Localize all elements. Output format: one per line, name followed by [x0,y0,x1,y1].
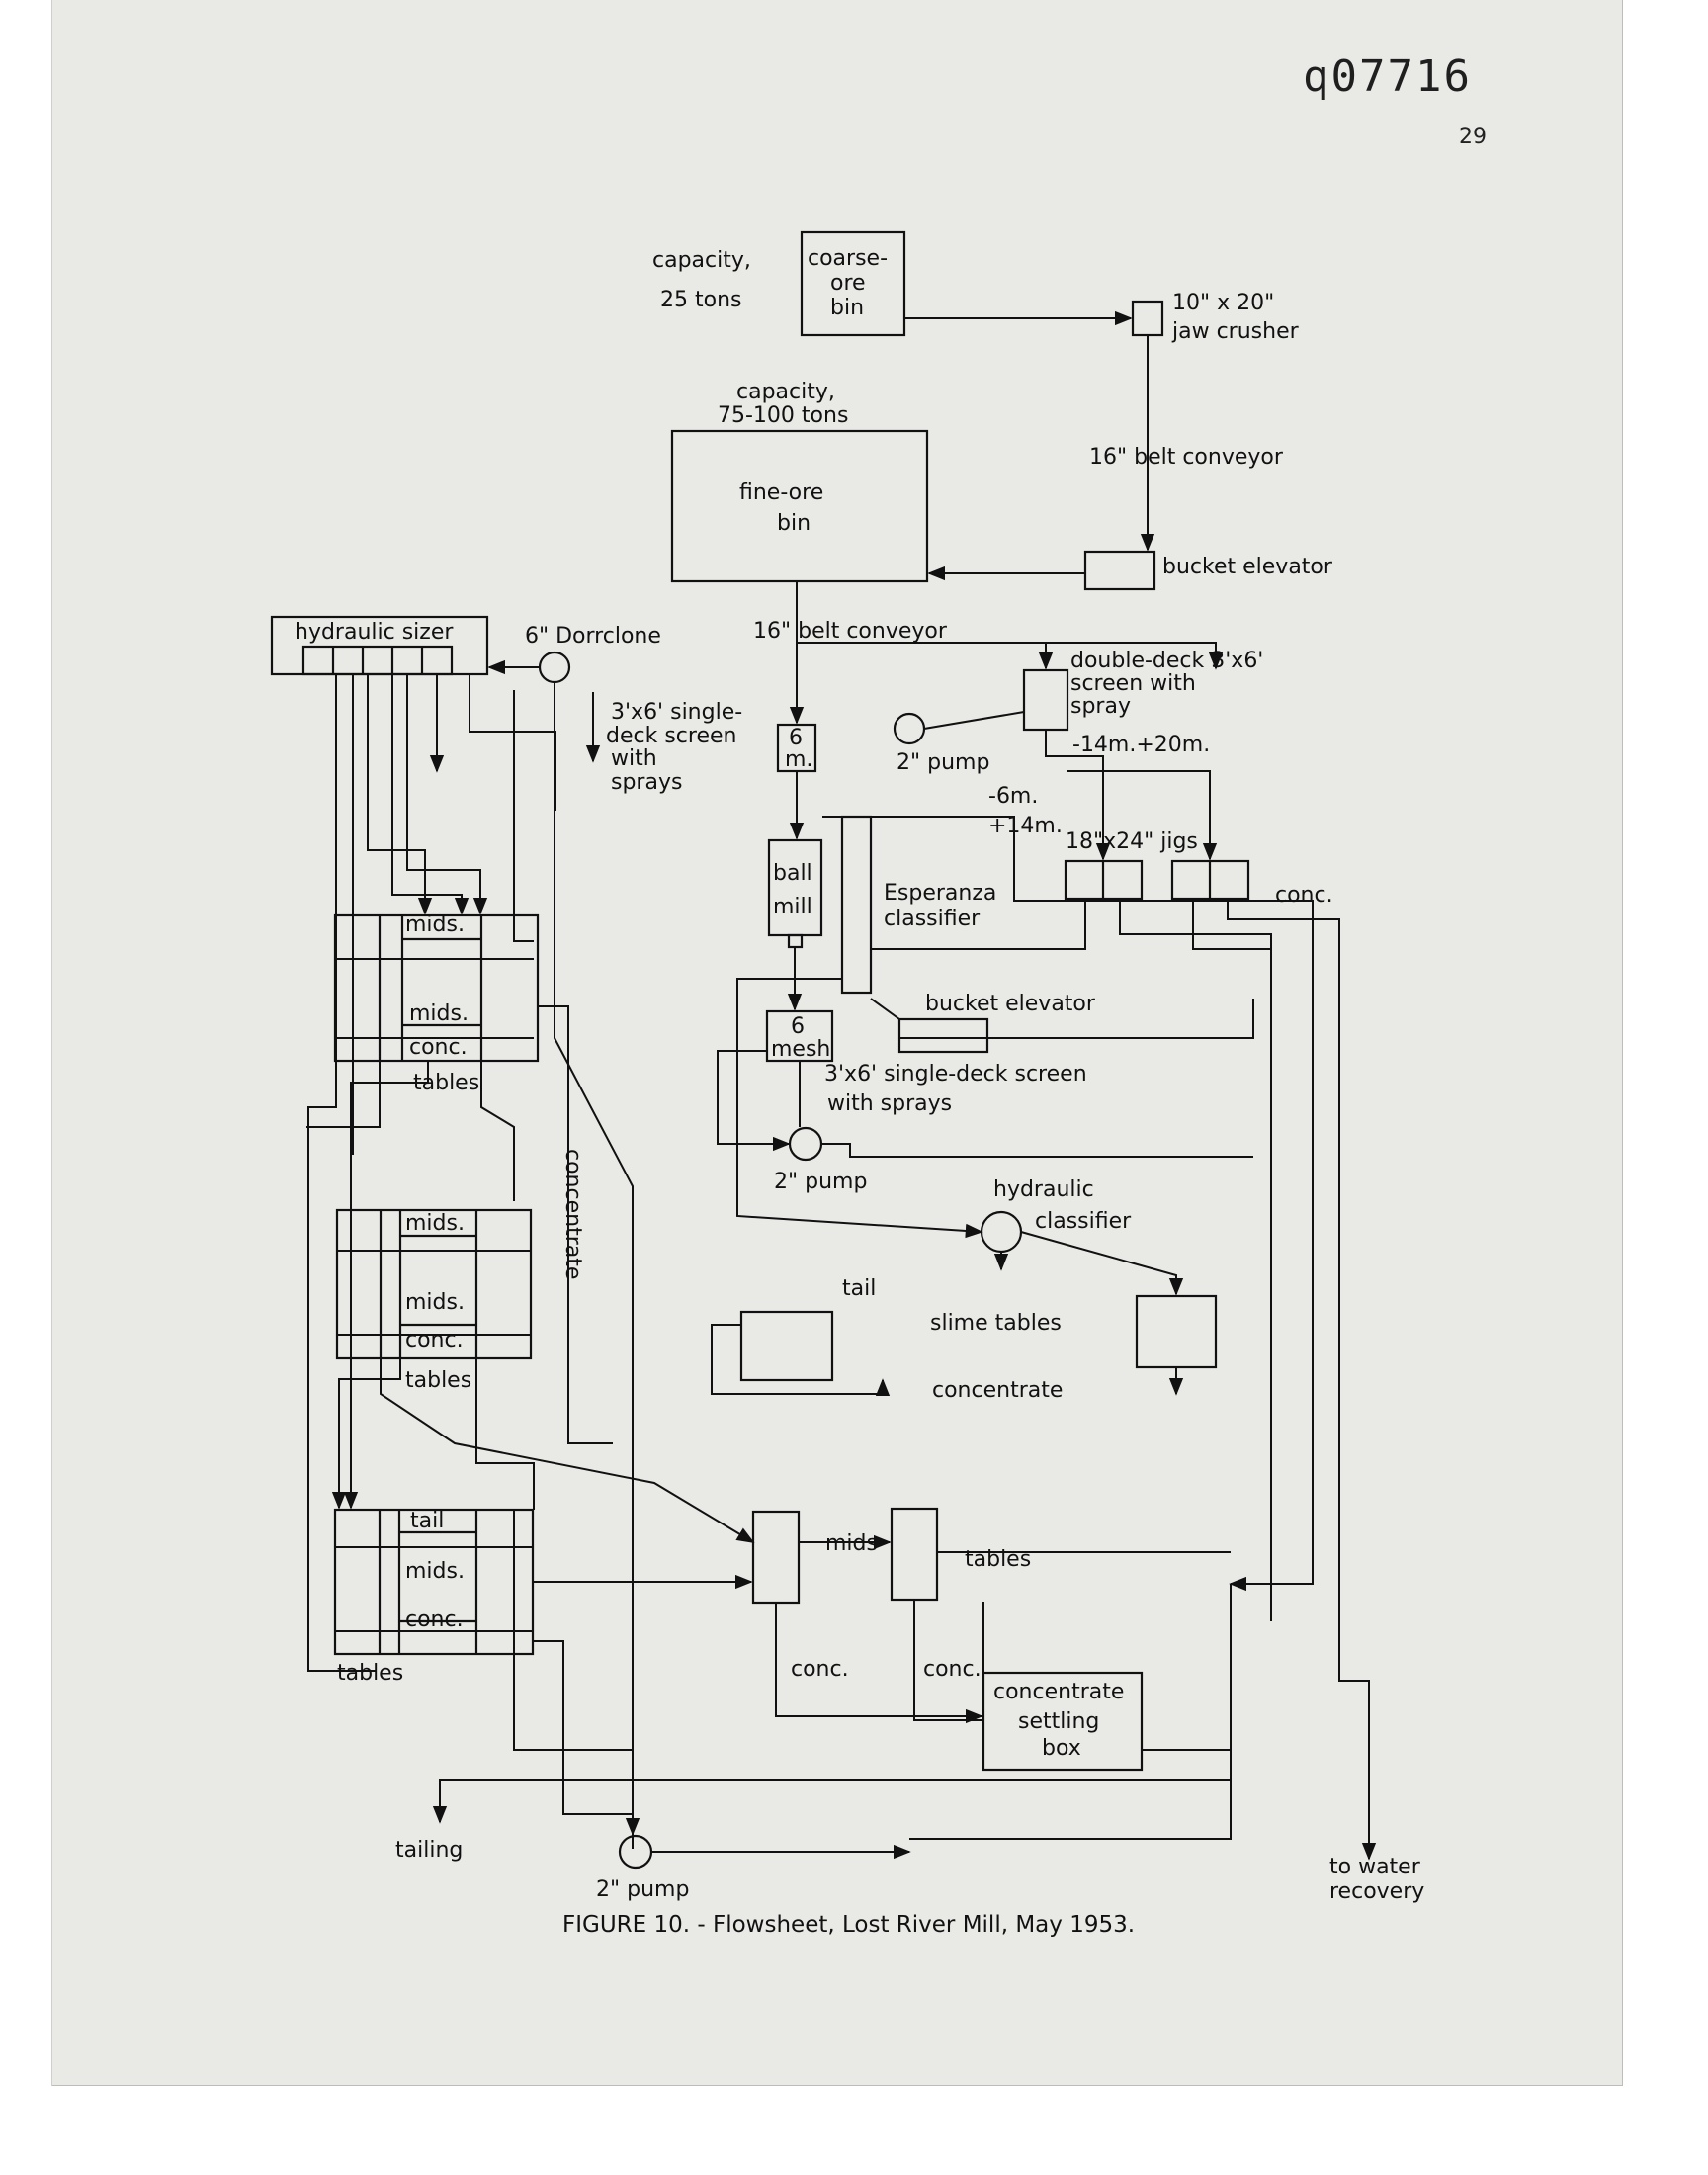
esperanza-label-1: Esperanza [884,881,996,906]
coarse-bin-label-3: bin [830,296,864,320]
page-number: 29 [1459,125,1487,149]
settling-box-label-3: box [1042,1736,1081,1761]
single-deck-mid-label-2: with sprays [827,1091,952,1116]
belt-conveyor-mid-label: 16" belt conveyor [753,619,948,644]
jaw-crusher-box [1131,300,1164,337]
jaw-crusher-size: 10" x 20" [1172,291,1274,315]
tables-2-conc-label: conc. [405,1328,464,1352]
tables-3-tail-label: tail [410,1509,444,1533]
esperanza-classifier-box [840,815,873,995]
double-deck-screen-label-1: double-deck 3'x6' [1070,649,1263,673]
conc-right-label-2: conc. [923,1657,982,1682]
fine-capacity-label: capacity, [736,380,835,404]
mids-table-left-box [751,1510,801,1605]
belt-conveyor-top-label: 16" belt conveyor [1089,445,1284,470]
slime-tables-label: slime tables [930,1311,1062,1336]
conc-right-label-1: conc. [791,1657,849,1682]
figure-caption: FIGURE 10. - Flowsheet, Lost River Mill,… [562,1912,1136,1938]
hydraulic-classifier-label-2: classifier [1035,1209,1132,1234]
hydraulic-sizer-cells [301,645,454,676]
pump-bottom-label: 2" pump [596,1877,689,1902]
document-number: q07716 [1303,51,1472,102]
coarse-capacity-label: capacity, [652,248,751,273]
water-recovery-label-2: recovery [1329,1879,1424,1904]
size-14-label: +14m. [988,814,1063,838]
tables-1-label: tables [413,1071,479,1095]
tables-1-mids2-label: mids. [409,1001,469,1026]
pump-bottom-circle [618,1834,653,1870]
tables-2-mids-label: mids. [405,1211,465,1236]
mids-table-right-box [890,1507,939,1602]
tables-right-label: tables [965,1547,1031,1572]
bucket-elevator-top-label: bucket elevator [1162,555,1333,579]
bucket-elevator-top-box [1083,550,1156,591]
settling-box-label-1: concentrate [993,1680,1124,1704]
coarse-bin-label-1: coarse- [808,246,888,271]
bucket-elevator-mid-box [897,1017,989,1054]
slime-table-left-box [739,1310,834,1382]
tables-3-mids-label: mids. [405,1559,465,1584]
double-deck-screen-label-3: spray [1070,694,1131,719]
diagram-labels: capacity, 25 tons coarse- ore bin 10" x … [295,246,1424,1904]
six-mesh-label-2: mesh [771,1037,830,1062]
water-recovery-label-1: to water [1329,1855,1421,1879]
hydraulic-classifier-label-1: hydraulic [993,1177,1094,1202]
tables-3-label: tables [337,1661,403,1686]
tables-2-frame [335,1208,533,1360]
tailing-label: tailing [395,1838,463,1863]
coarse-bin-label-2: ore [830,271,866,296]
tables-2-label: tables [405,1368,471,1393]
slime-table-right-box [1135,1294,1218,1369]
single-deck-top-label-4: sprays [611,770,682,795]
fine-ore-bin-label-2: bin [777,511,811,536]
pump-mid-circle [788,1126,823,1162]
tables-3-conc-label: conc. [405,1608,464,1632]
tables-2-mids2-label: mids. [405,1290,465,1315]
size-14-20-label: -14m.+20m. [1072,733,1210,757]
concentrate-vertical-label: concentrate [560,1149,585,1279]
single-deck-mid-label-1: 3'x6' single-deck screen [824,1062,1087,1087]
dorrclone-circle [538,651,571,684]
ball-mill-box [767,838,823,937]
ball-mill-label-1: ball [773,861,812,886]
pump-mid-label: 2" pump [774,1170,867,1194]
six-m-label-2: m. [785,747,812,772]
slime-concentrate-label: concentrate [932,1378,1063,1403]
jaw-crusher-label: jaw crusher [1171,319,1300,344]
mids-right-label: mids [825,1531,878,1556]
jigs-label: 18"x24" jigs [1066,829,1198,854]
hydraulic-classifier-circle [980,1210,1023,1254]
flow-lines [306,310,1377,1861]
tables-1-mids-label: mids. [405,913,465,937]
settling-box-label-2: settling [1018,1709,1099,1734]
tables-1-conc-label: conc. [409,1035,468,1060]
double-deck-screen-box [1022,668,1069,732]
single-deck-top-label-1: 3'x6' single- [611,700,742,725]
pump-top-label: 2" pump [897,750,989,775]
jigs-conc-label: conc. [1275,883,1333,908]
six-mesh-label-1: 6 [791,1014,805,1039]
pump-top-circle [893,712,926,745]
document-page [51,0,1623,2086]
coarse-ore-bin-box [800,230,906,337]
dorrclone-label: 6" Dorrclone [525,624,661,649]
settling-box [982,1671,1144,1772]
slime-tail-label: tail [842,1276,876,1301]
coarse-capacity-tons: 25 tons [660,288,741,312]
single-deck-top-label-3: with [611,746,657,771]
fine-ore-bin-label-1: fine-ore [739,480,823,505]
bucket-elevator-mid-label: bucket elevator [925,992,1096,1016]
ball-mill-label-2: mill [773,895,812,919]
esperanza-label-2: classifier [884,907,981,931]
fine-capacity-tons: 75-100 tons [718,403,848,428]
double-deck-screen-label-2: screen with [1070,671,1196,696]
fine-ore-bin-box [670,429,929,583]
hydraulic-sizer-label: hydraulic sizer [295,620,454,645]
six-m-label-1: 6 [789,726,803,750]
size-6-label: -6m. [988,784,1038,809]
single-deck-top-label-2: deck screen [606,724,736,748]
